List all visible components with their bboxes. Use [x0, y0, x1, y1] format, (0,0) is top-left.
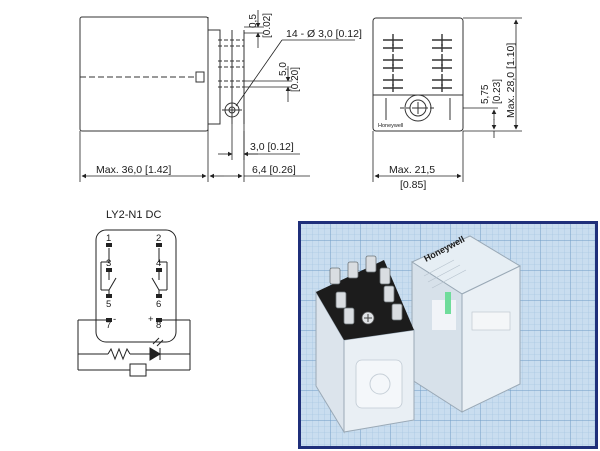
terminal-1: 1: [106, 233, 111, 244]
terminal-3: 3: [106, 258, 111, 269]
coil-symbol: [129, 363, 147, 377]
end-view-pins: [383, 34, 452, 92]
terminal-6: 6: [156, 299, 161, 310]
dim-end-pin-offset: 5,75: [480, 84, 491, 104]
coil-minus-sign: -: [113, 314, 116, 325]
dim-max-width-inch: [0.85]: [400, 179, 426, 191]
dim-end-pin-offset-inch: [0.23]: [492, 79, 503, 104]
terminal-5: 5: [106, 299, 111, 310]
schematic-terminal-marks: [106, 243, 162, 322]
terminal-8: 8: [156, 320, 161, 331]
photo-relay-right: Honeywell: [410, 234, 522, 413]
terminal-7: 7: [106, 320, 111, 331]
relay-outline: [95, 229, 177, 343]
end-view-body: [372, 17, 464, 132]
dim-pin-length: 6,4 [0.26]: [252, 164, 296, 176]
schematic-diagram: [77, 229, 191, 377]
side-view-pins: [218, 39, 244, 88]
dim-max-height: Max. 28,0 [1.10]: [505, 43, 517, 118]
side-view-dimension-lines: [79, 10, 355, 182]
side-view-drawing: [79, 16, 245, 132]
schematic-title: LY2-N1 DC: [106, 209, 161, 221]
schematic-terminal-labels: 1 2 3 4 5 6 7 8 - +: [106, 233, 161, 331]
photo-relay-pins: [329, 255, 403, 325]
photo-relay-left: [315, 255, 415, 434]
dim-top-clearance-inch: [0.02]: [262, 13, 273, 38]
dim-pin-pitch-inch: [0.20]: [290, 67, 301, 92]
dim-max-width: Max. 21,5: [389, 164, 435, 176]
relay-photo: Honeywell: [298, 221, 598, 449]
dim-pin-spec: 14 - Ø 3,0 [0.12]: [286, 28, 362, 40]
end-view-brand-label: Honeywell: [378, 123, 403, 129]
dim-max-length: Max. 36,0 [1.42]: [96, 164, 171, 176]
dim-top-clearance: 0,5: [248, 14, 259, 28]
terminal-4: 4: [156, 258, 161, 269]
dim-pin-pitch: 5,0: [278, 62, 289, 76]
side-view-body: [79, 16, 209, 132]
end-view-drawing: [372, 17, 464, 132]
coil-plus-sign: +: [148, 314, 154, 325]
dim-pin-offset: 3,0 [0.12]: [250, 141, 294, 153]
end-view-dimension-lines: [372, 17, 522, 182]
terminal-2: 2: [156, 233, 161, 244]
